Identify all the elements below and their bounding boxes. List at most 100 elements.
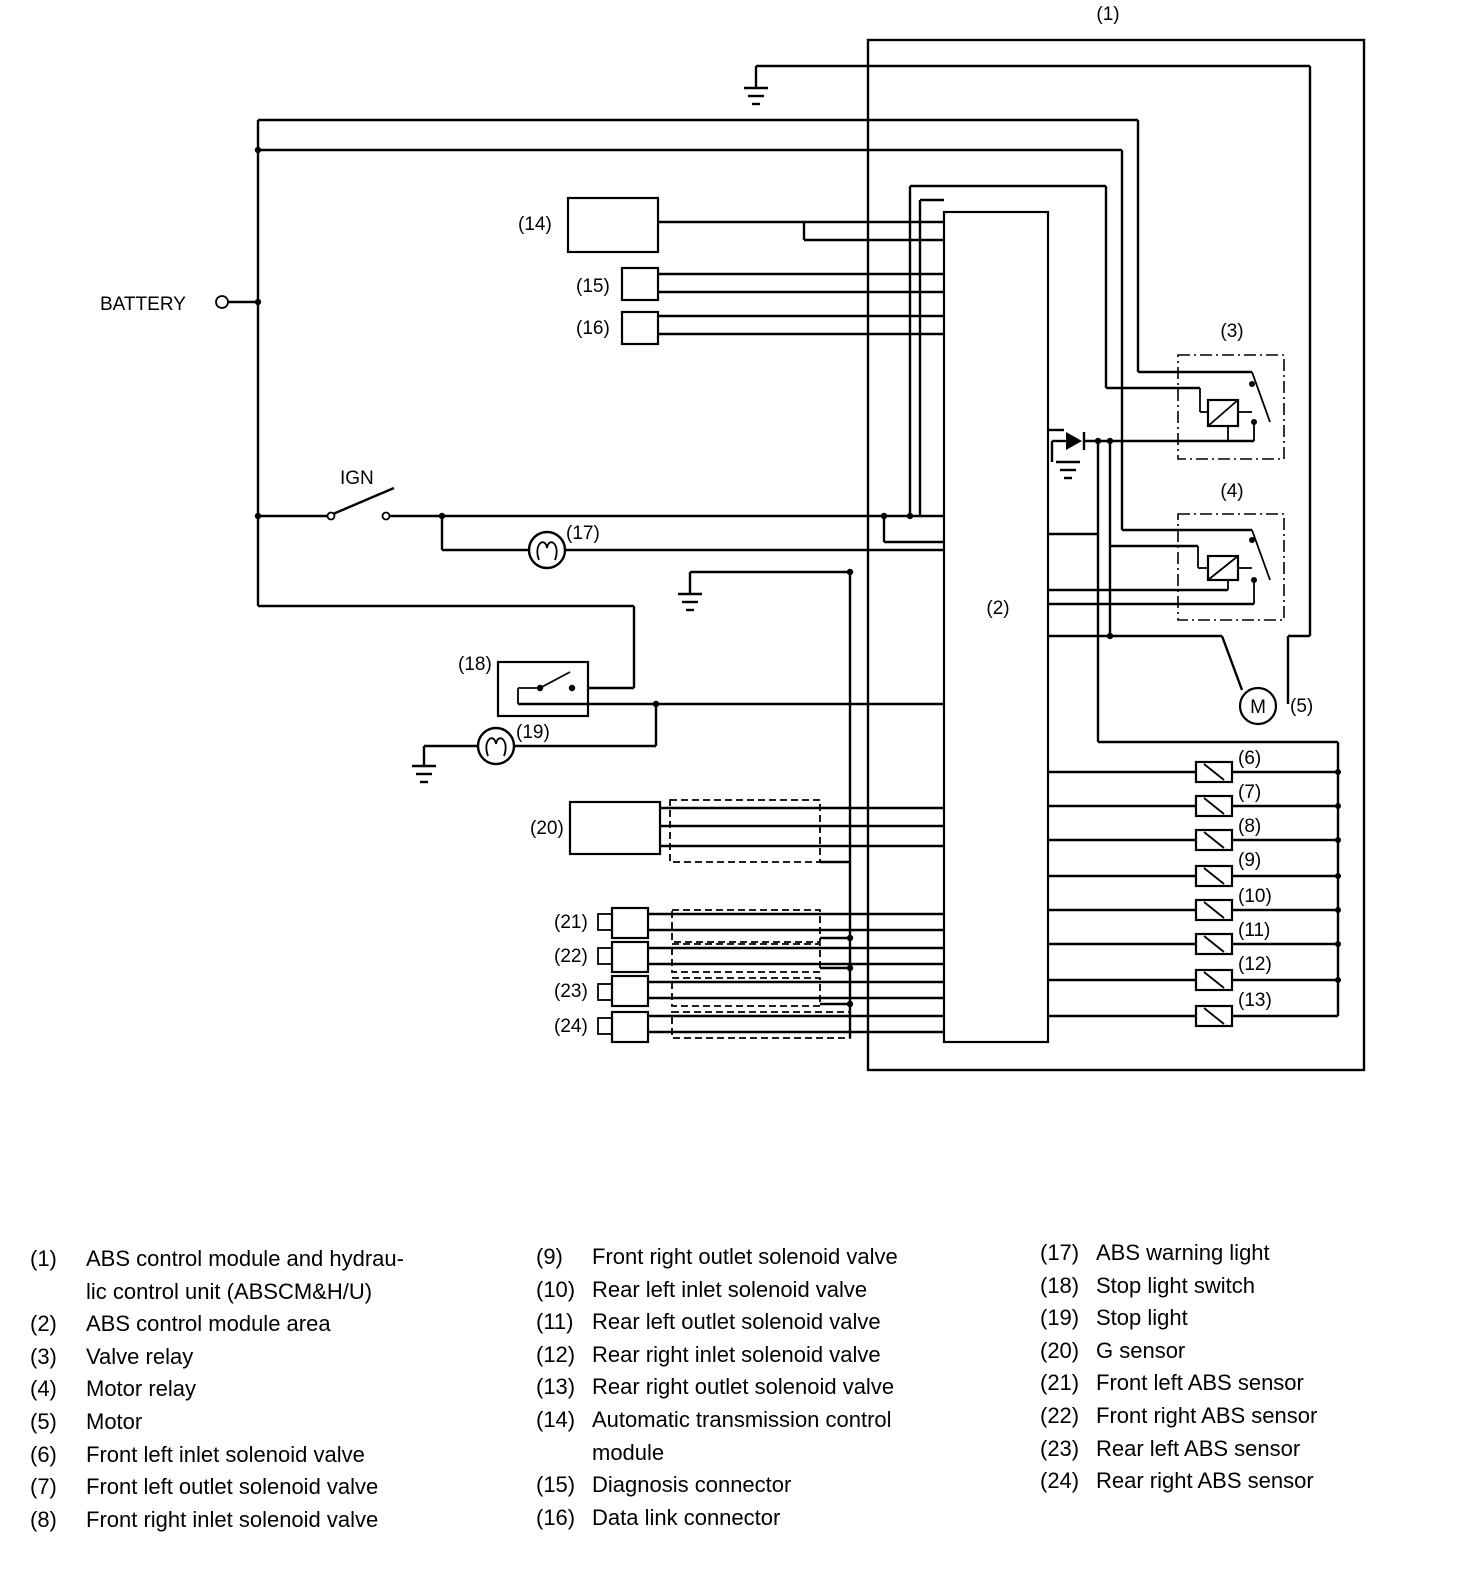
legend-number: (18) [1040, 1272, 1080, 1298]
legend-text: ABS control module area [86, 1311, 331, 1337]
diode-icon [1048, 428, 1254, 480]
motor-relay-coil [1048, 441, 1271, 691]
legend-number: (1) [30, 1246, 57, 1271]
legend-column-2: (9)Front right outlet solenoid valve(10)… [536, 1241, 898, 1534]
legend-text: Rear left ABS sensor [1096, 1435, 1301, 1461]
motor-label: M [1250, 697, 1266, 718]
stop-light-icon [476, 726, 516, 766]
legend-item: (22)Front right ABS sensor [1040, 1400, 1317, 1433]
legend-number: (8) [30, 1506, 57, 1532]
legend-number: (12) [536, 1341, 576, 1367]
label-ign: IGN [340, 468, 374, 489]
legend-item: (21) Front left ABS sensor [1040, 1367, 1317, 1400]
legend-text: Front left outlet solenoid valve [86, 1474, 379, 1500]
abscm-hu-boundary [866, 38, 1366, 1072]
legend-number: (3) [30, 1343, 57, 1369]
legend-item: (12) Rear right inlet solenoid valve [536, 1339, 898, 1372]
legend-text: Rear right outlet solenoid valve [592, 1374, 895, 1400]
legend-number: (19) [1040, 1305, 1080, 1331]
g-sensor [568, 799, 944, 864]
legend-text: Front right outlet solenoid valve [592, 1244, 898, 1269]
label-solenoid-8: (8) [1238, 816, 1261, 837]
label-solenoid-11: (11) [1238, 920, 1270, 941]
battery-rail [215, 118, 1252, 606]
legend-item: (18)Stop light switch [1040, 1270, 1317, 1303]
legend-number: (4) [30, 1376, 57, 1402]
motor-icon: M [1238, 686, 1278, 726]
label-g-sensor: (20) [530, 818, 564, 839]
label-solenoid-7: (7) [1238, 782, 1261, 803]
legend-item: (1) ABS control module and hydrau- [30, 1243, 404, 1276]
label-solenoid-9: (9) [1238, 850, 1261, 871]
motor-relay-box [1177, 513, 1285, 621]
legend-text: Rear left inlet solenoid valve [592, 1276, 868, 1302]
label-solenoid-10: (10) [1238, 886, 1272, 907]
label-tcm: (14) [518, 214, 552, 235]
legend-item: (11)Rear left outlet solenoid valve [536, 1306, 898, 1339]
legend-text: Rear right inlet solenoid valve [592, 1341, 881, 1367]
solenoid-fl-inlet [1048, 760, 1341, 784]
legend-text: ABS control module and hydrau- [86, 1246, 404, 1271]
legend-text: module [592, 1439, 665, 1465]
legend-text: lic control unit (ABSCM&H/U) [86, 1278, 373, 1304]
stop-light-switch [258, 604, 944, 784]
legend-text: Rear left outlet solenoid valve [592, 1309, 881, 1335]
ground-symbol [678, 568, 854, 1038]
legend-text: Stop light [1096, 1305, 1188, 1331]
label-stop-light-switch: (18) [458, 654, 492, 675]
abs-sensor-fr [597, 940, 944, 974]
legend-item: (24) Rear right ABS sensor [1040, 1465, 1317, 1498]
tcm-box [566, 196, 660, 254]
valve-relay-coil [1199, 371, 1271, 441]
legend-item: (3)Valve relay [30, 1341, 404, 1374]
label-stop-light: (19) [516, 722, 550, 743]
legend-number [30, 1276, 86, 1309]
label-abs-warning-light: (17) [566, 523, 600, 544]
legend-item: (14)Automatic transmission control [536, 1404, 898, 1437]
legend-item: (4)Motor relay [30, 1373, 404, 1406]
label-abscm-hu: (1) [1096, 4, 1119, 25]
label-sensor-22: (22) [554, 946, 588, 967]
label-diagnosis-connector: (15) [576, 276, 610, 297]
solenoid-fr-outlet [1048, 864, 1341, 888]
legend-item: (5)Motor [30, 1406, 404, 1439]
legend-number: (7) [30, 1474, 57, 1500]
legend-item: (6)Front left inlet solenoid valve [30, 1439, 404, 1472]
legend-text: Front right inlet solenoid valve [86, 1506, 379, 1532]
legend-number: (6) [30, 1441, 57, 1467]
legend-item: (13)Rear right outlet solenoid valve [536, 1371, 898, 1404]
legend-text: Diagnosis connector [592, 1472, 792, 1498]
legend-number [536, 1437, 592, 1470]
label-data-link-connector: (16) [576, 318, 610, 339]
valve-relay-box [1177, 354, 1285, 460]
label-solenoid-12: (12) [1238, 954, 1272, 975]
label-solenoid-13: (13) [1238, 990, 1272, 1011]
solenoid-fr-inlet [1048, 828, 1341, 852]
legend-text: Front right ABS sensor [1096, 1402, 1318, 1428]
legend-number: (9) [536, 1244, 563, 1269]
solenoid-fl-outlet [1048, 794, 1341, 818]
legend-item: (15)Diagnosis connector [536, 1469, 898, 1502]
legend-number: (16) [536, 1504, 576, 1530]
legend-number: (23) [1040, 1435, 1080, 1461]
legend-text: Rear right ABS sensor [1096, 1468, 1314, 1494]
legend-item: (23) Rear left ABS sensor [1040, 1433, 1317, 1466]
label-sensor-21: (21) [554, 912, 588, 933]
legend-number: (24) [1040, 1468, 1080, 1494]
legend-text: G sensor [1096, 1337, 1186, 1363]
legend-number: (17) [1040, 1240, 1080, 1265]
legend-column-3: (17)ABS warning light(18)Stop light swit… [1040, 1237, 1317, 1498]
label-battery: BATTERY [100, 294, 186, 315]
legend-column-1: (1) ABS control module and hydrau-lic con… [30, 1243, 404, 1536]
label-motor-relay: (4) [1220, 481, 1243, 502]
legend-number: (14) [536, 1406, 576, 1432]
legend-text: Data link connector [592, 1504, 781, 1530]
legend-item: (2)ABS control module area [30, 1308, 404, 1341]
legend-item: (20)G sensor [1040, 1335, 1317, 1368]
legend-number: (21) [1040, 1370, 1080, 1396]
legend-text: Front left ABS sensor [1096, 1370, 1304, 1396]
label-valve-relay: (3) [1220, 321, 1243, 342]
label-abs-control-module: (2) [986, 598, 1009, 619]
legend-item: (9) Front right outlet solenoid valve [536, 1241, 898, 1274]
ground-symbol [744, 64, 1312, 704]
